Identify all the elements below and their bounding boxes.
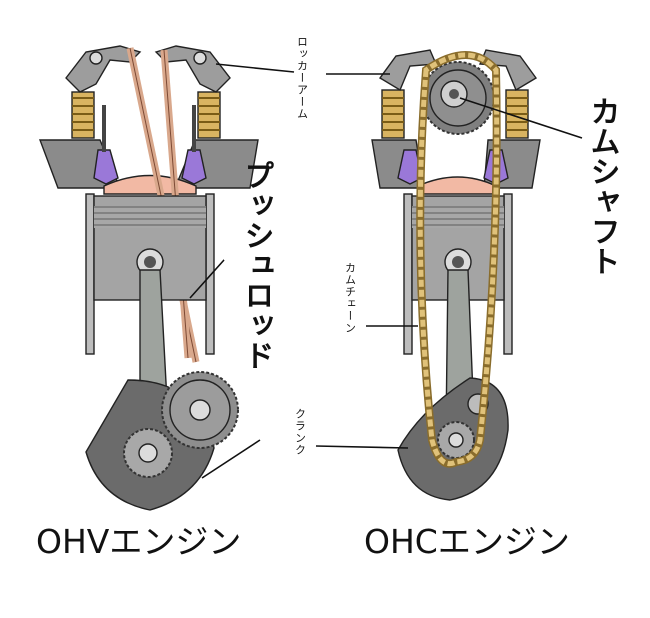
ohv-cam-gear (161, 371, 239, 449)
ohc-cam-chain (416, 51, 501, 468)
ohc-valve-springs (381, 89, 529, 139)
crank-label: クランク (294, 408, 307, 456)
rocker-arm-leader-left (215, 63, 295, 73)
ohc-engine (371, 49, 541, 501)
ohv-engine (38, 45, 259, 511)
ohv-crank-gear (123, 428, 173, 478)
ohc-cam-gear (421, 61, 495, 135)
ohv-exhaust-valve (181, 105, 207, 185)
ohv-intake-valve (93, 105, 119, 185)
ohv-valve-spring-right (197, 91, 221, 139)
rocker-arm-label: ロッカーアーム (296, 36, 309, 120)
cam-chain-label: カムチェーン (344, 262, 357, 334)
ohv-title: OHVエンジン (36, 522, 241, 561)
ohc-crank-sprocket (437, 421, 475, 459)
ohv-valve-spring-left (71, 91, 95, 139)
ohv-rocker-arm-right (154, 45, 231, 93)
camshaft-leader (459, 97, 583, 139)
crank-leader-right (315, 445, 409, 449)
camshaft-label: カムシャフト (585, 96, 620, 276)
ohc-rocker-arms (378, 49, 538, 92)
pushrod-leader (189, 259, 225, 299)
crank-leader-left (201, 439, 261, 479)
pushrod-label: プッシュロッド (239, 160, 274, 370)
leader-lines (201, 63, 583, 479)
ohc-title: OHCエンジン (364, 522, 570, 561)
